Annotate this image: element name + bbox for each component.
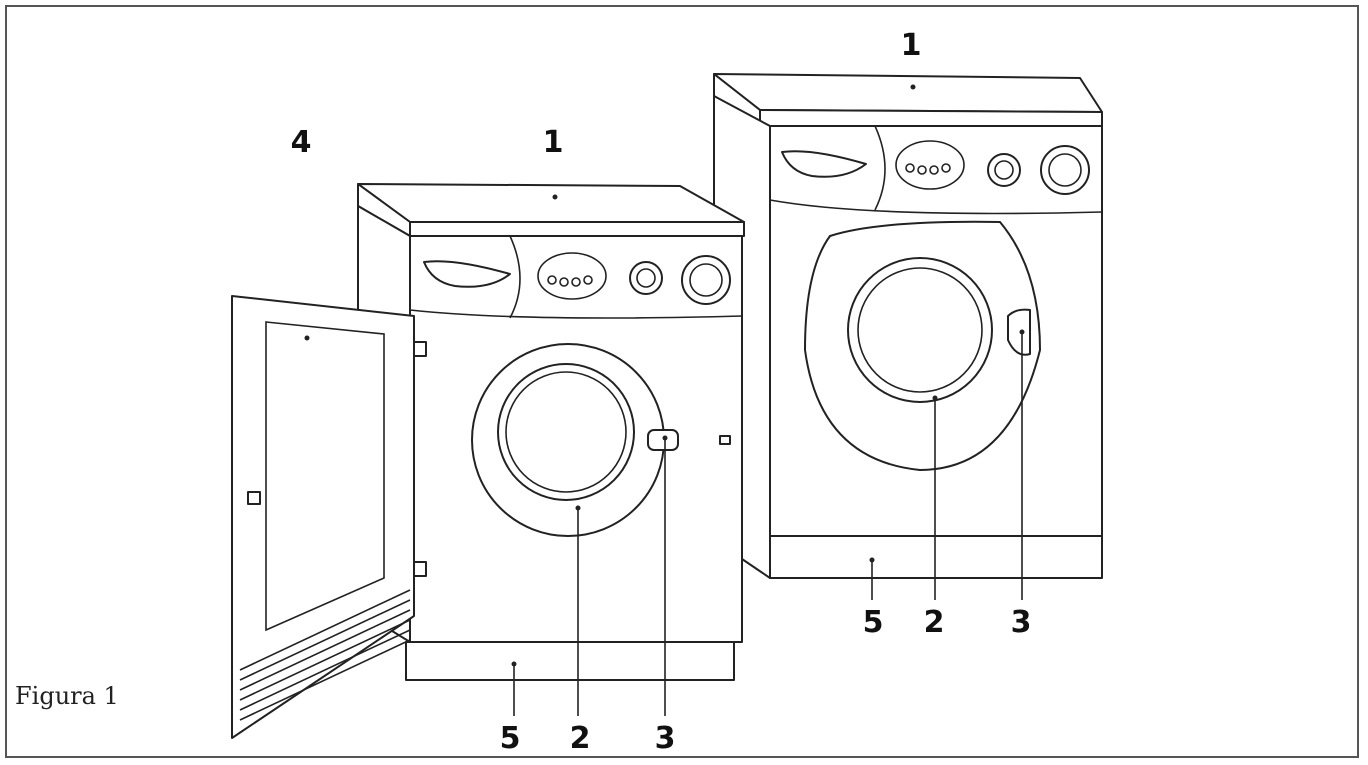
door-lock-right (1007, 308, 1031, 356)
label-lock-right: 3 (1011, 605, 1032, 640)
detergent-drawer-right (781, 150, 867, 178)
label-lock-left: 3 (655, 721, 676, 756)
program-buttons-right (895, 140, 965, 190)
program-knob-right (1040, 145, 1090, 195)
label-plinth-right: 5 (863, 605, 884, 640)
machine-builtin (231, 183, 745, 739)
plinth-right (769, 535, 1103, 579)
door-lock-left (647, 429, 679, 451)
label-worktop-right: 1 (901, 28, 922, 63)
temperature-knob-right (987, 153, 1021, 187)
furniture-door (231, 295, 415, 739)
figure-caption: Figura 1 (15, 682, 119, 710)
label-porthole-right: 2 (924, 605, 945, 640)
program-knob-left (681, 255, 731, 305)
program-buttons-left (537, 252, 607, 300)
worktop-left (357, 183, 745, 223)
porthole-right (847, 257, 993, 403)
label-worktop-left: 1 (543, 125, 564, 160)
machine-freestanding (713, 73, 1103, 600)
temperature-knob-left (629, 261, 663, 295)
label-porthole-left: 2 (570, 721, 591, 756)
figure-frame (5, 5, 1359, 758)
detergent-drawer-left (423, 260, 511, 288)
label-plinth-left: 5 (500, 721, 521, 756)
worktop-right (713, 73, 1103, 113)
label-furniture-door: 4 (291, 125, 312, 160)
plinth-left (405, 641, 735, 681)
porthole-left (497, 363, 635, 501)
